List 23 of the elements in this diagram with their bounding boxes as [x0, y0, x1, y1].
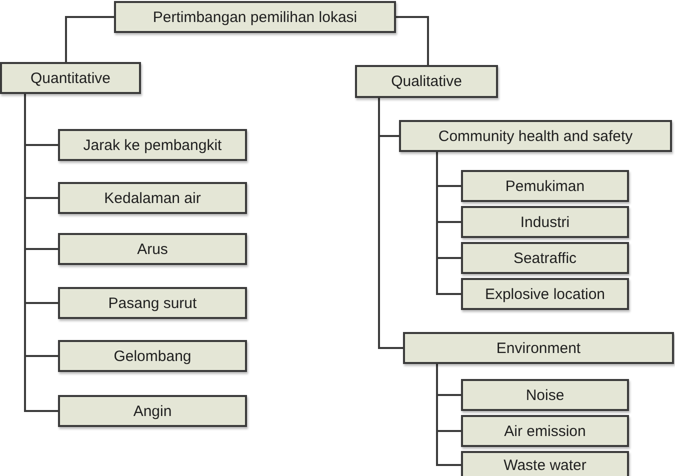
category-box: Kedalaman air	[58, 182, 247, 214]
connector-line	[378, 98, 403, 349]
category-box: Seatraffic	[461, 242, 629, 274]
connector-line	[396, 16, 429, 65]
category-box: Angin	[58, 395, 247, 427]
category-box: Quantitative	[0, 62, 141, 94]
category-box: Gelombang	[58, 340, 247, 372]
root-box: Pertimbangan pemilihan lokasi	[114, 1, 396, 33]
category-box: Waste water	[461, 451, 629, 476]
connector-line	[436, 364, 461, 466]
category-box: Jarak ke pembangkit	[58, 129, 247, 161]
category-box: Community health and safety	[399, 120, 672, 152]
connector-line	[24, 94, 58, 412]
category-box: Explosive location	[461, 278, 629, 310]
category-box: Qualitative	[355, 65, 498, 98]
category-box: Noise	[461, 379, 629, 411]
category-box: Arus	[58, 233, 247, 265]
category-box: Pasang surut	[58, 287, 247, 319]
category-box: Pemukiman	[461, 170, 629, 202]
category-box: Environment	[403, 332, 674, 364]
connector-line	[65, 16, 114, 62]
category-box: Industri	[461, 206, 629, 238]
category-box: Air emission	[461, 415, 629, 447]
